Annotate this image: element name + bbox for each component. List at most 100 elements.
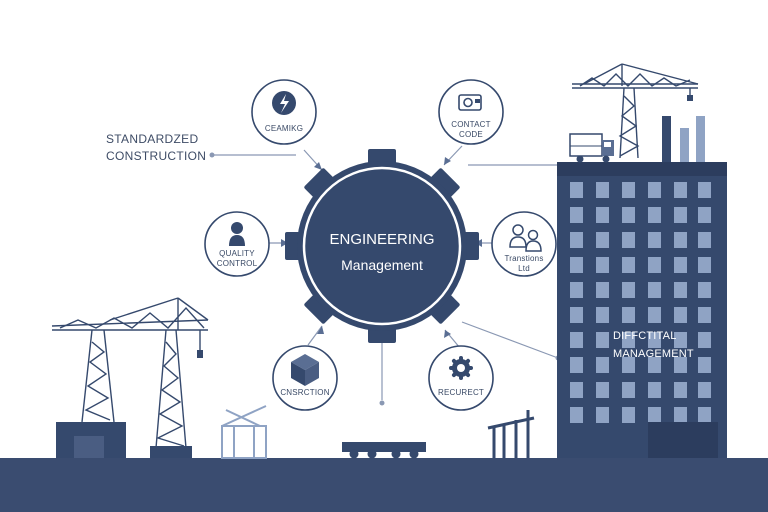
connector-dot	[379, 400, 385, 406]
gear-tooth	[304, 292, 336, 324]
node-label: QUALITY	[219, 249, 255, 258]
side-label-line2: CONSTRUCTION	[106, 149, 207, 163]
pump-jack	[487, 410, 535, 458]
tower-window	[596, 307, 609, 323]
tower-window	[674, 332, 687, 348]
camera-icon	[458, 94, 482, 111]
tower-window	[674, 357, 687, 373]
ground-strip	[0, 458, 768, 512]
hub-title: ENGINEERING	[329, 231, 435, 248]
tower-window	[570, 182, 583, 198]
tower-window	[622, 307, 635, 323]
node-label: CONTACT	[451, 120, 491, 129]
node-circle	[491, 211, 557, 277]
node-label: CONTROL	[216, 259, 258, 268]
rooftop-crane-hook	[687, 95, 693, 101]
tower-window	[698, 407, 711, 423]
tower-label-line2: MANAGEMENT	[613, 348, 694, 360]
tower-window	[648, 182, 661, 198]
tower-window	[648, 357, 661, 373]
lightning-icon	[272, 91, 296, 115]
rooftop-bars	[662, 116, 705, 162]
rooftop-crane	[572, 63, 699, 159]
tower-window	[570, 282, 583, 298]
tower-window	[622, 282, 635, 298]
tower-window	[648, 257, 661, 273]
people-icon	[509, 224, 542, 252]
tower-window	[698, 332, 711, 348]
tower-window	[698, 382, 711, 398]
tower-window	[622, 207, 635, 223]
crane-base-block	[74, 436, 104, 458]
tower-window	[648, 232, 661, 248]
node-circle	[438, 79, 504, 145]
gear-tooth	[304, 168, 336, 200]
gear-icon	[449, 356, 473, 380]
tower-window	[698, 257, 711, 273]
flatbed-vehicle	[342, 442, 426, 459]
tower-window	[596, 257, 609, 273]
tower-window	[622, 357, 635, 373]
gear-tooth	[428, 168, 460, 200]
tower-window	[596, 357, 609, 373]
tower-window	[570, 207, 583, 223]
scaffold-structure	[221, 405, 267, 459]
node-label: Transtions	[504, 254, 544, 263]
box-icon	[291, 354, 319, 386]
side-label-line1: STANDARDZED	[106, 132, 199, 146]
gear-tooth	[428, 292, 460, 324]
tower-window	[596, 407, 609, 423]
central-gear	[285, 149, 479, 343]
tower-window	[698, 357, 711, 373]
tower-window	[570, 232, 583, 248]
connector-dot	[209, 152, 215, 158]
tower-window	[596, 182, 609, 198]
tower-window	[648, 282, 661, 298]
tower-window	[570, 257, 583, 273]
node-label: Ltd	[518, 264, 530, 273]
tower-window	[622, 257, 635, 273]
tower-window	[622, 332, 635, 348]
office-tower	[557, 162, 727, 458]
tower-window	[596, 332, 609, 348]
tower-window	[674, 182, 687, 198]
hub-subtitle: Management	[341, 257, 423, 273]
tower-window	[622, 407, 635, 423]
tower-window	[570, 357, 583, 373]
tower-window	[674, 207, 687, 223]
tower-window	[570, 332, 583, 348]
tower-window	[596, 282, 609, 298]
tower-window	[674, 307, 687, 323]
tower-window	[698, 282, 711, 298]
person-icon	[229, 222, 245, 246]
tower-window	[570, 307, 583, 323]
tower-window	[674, 382, 687, 398]
tower-window	[698, 307, 711, 323]
connector-tower	[461, 321, 559, 359]
tower-window	[596, 382, 609, 398]
tower-window	[698, 182, 711, 198]
tower-window	[698, 232, 711, 248]
tower-window	[648, 307, 661, 323]
tower-window	[698, 207, 711, 223]
tower-window	[648, 407, 661, 423]
tower-window	[648, 382, 661, 398]
crane-base-block	[150, 446, 192, 458]
tower-window	[622, 182, 635, 198]
connector-bottom-left	[307, 325, 323, 346]
crane-hook	[197, 350, 203, 358]
tower-window	[648, 207, 661, 223]
tower-label-line1: DIFFCTITAL	[613, 330, 677, 342]
tower-window	[570, 407, 583, 423]
node-label: RECURECT	[437, 388, 485, 397]
tower-window	[622, 232, 635, 248]
tower-window	[622, 382, 635, 398]
tower-window	[648, 332, 661, 348]
left-crane	[51, 297, 209, 449]
rooftop-truck	[569, 133, 614, 163]
tower-window	[674, 407, 687, 423]
node-label: CODE	[459, 130, 483, 139]
node-label: CEAMIKG	[264, 124, 304, 133]
